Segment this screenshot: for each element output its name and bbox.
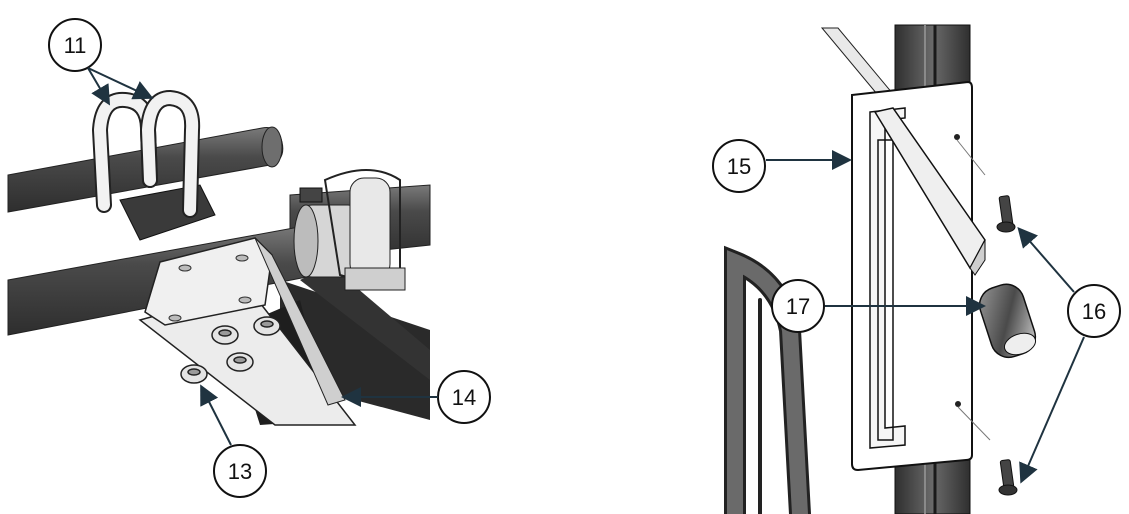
upper-tube-end <box>261 126 283 168</box>
plate-hole-top-guide <box>956 139 986 176</box>
callout-16-arrow-top <box>1017 226 1075 293</box>
callout-11-arrow-b <box>87 67 154 100</box>
plate-hole-bottom <box>955 401 961 407</box>
callout-16-arrow-bottom <box>1019 336 1085 484</box>
bracket-bolt-holes <box>168 254 252 322</box>
callout-11: 11 <box>48 18 154 106</box>
screw-bottom <box>998 459 1018 496</box>
callout-13-label: 13 <box>228 459 252 484</box>
callout-17-label: 17 <box>786 294 810 319</box>
callout-13: 13 <box>200 384 267 498</box>
diagonal-rod <box>820 27 900 101</box>
roller <box>978 283 1037 359</box>
right-assembly-view: 15 17 16 <box>712 24 1121 514</box>
sliding-bar-face <box>969 239 986 276</box>
callout-11-arrow-a <box>87 67 111 106</box>
callout-17: 17 <box>771 279 986 333</box>
callout-15: 15 <box>712 139 852 193</box>
left-assembly-view: 11 13 14 <box>7 18 491 498</box>
u-bolt-saddle <box>119 184 216 241</box>
callout-16-label: 16 <box>1082 299 1106 324</box>
callout-15-label: 15 <box>727 154 751 179</box>
callout-14-label: 14 <box>452 385 476 410</box>
plate-hole-top <box>954 134 960 140</box>
callout-11-label: 11 <box>64 33 87 58</box>
callout-16: 16 <box>1017 226 1121 484</box>
callout-14: 14 <box>341 370 491 424</box>
plate-slot-channel <box>877 139 894 441</box>
callout-13-arrow <box>200 384 232 446</box>
tube-clamp <box>293 169 406 291</box>
screw-top <box>996 195 1016 233</box>
diagonal-frame-beam <box>300 265 430 380</box>
plate-hole-bottom-guide <box>957 406 991 441</box>
flange-nuts <box>180 316 281 384</box>
u-bolts <box>91 89 201 218</box>
